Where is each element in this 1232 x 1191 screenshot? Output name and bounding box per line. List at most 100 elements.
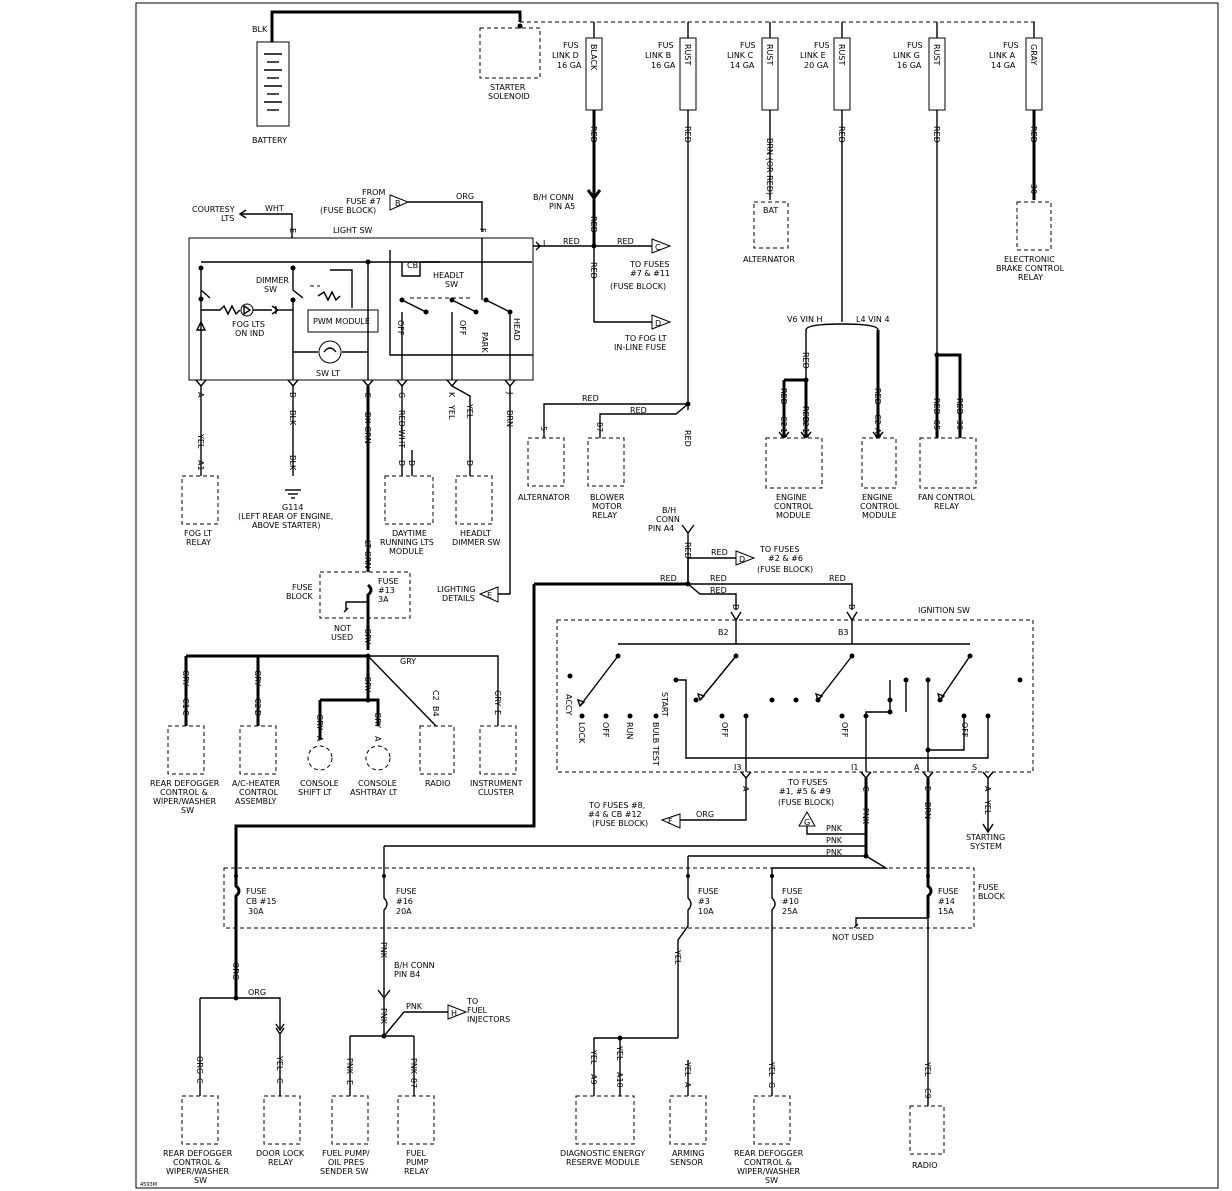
diagram-label: #4 & CB #12 [588, 810, 642, 819]
diagram-label: PNK [826, 824, 843, 833]
diagram-label: D [739, 555, 745, 564]
diagram-label: LINK B [645, 51, 671, 60]
diagram-label: COURTESY [192, 205, 235, 214]
fuse-3: FUSE #3 10A [677, 874, 719, 1038]
starter-solenoid: STARTER SOLENOID [479, 21, 1036, 101]
lighting-details: LIGHTING DETAILS E [437, 585, 499, 603]
diagram-label: CLUSTER [478, 788, 515, 797]
diagram-label: BLOWER [590, 493, 625, 502]
diagram-label: CONTROL & [173, 1158, 221, 1167]
diagram-label: CB #15 [246, 897, 277, 906]
diagram-label: PNK [345, 1058, 354, 1075]
diagram-label: GRY [493, 690, 502, 706]
diagram-label: (FUSE BLOCK) [320, 206, 376, 215]
diagram-label: 87 [595, 422, 604, 432]
diagram-label: OFF [458, 320, 467, 336]
diagram-label: A10 [615, 1072, 624, 1088]
diagram-label: 25A [782, 907, 798, 916]
diagram-label: YEL [615, 1045, 624, 1061]
diagram-label: RED [582, 394, 599, 403]
electronic-brake-control-relay: 30 ELECTRONIC BRAKE CONTROL RELAY [996, 184, 1065, 282]
diagram-label: D [731, 604, 740, 610]
diagram-label: A [683, 1082, 692, 1088]
diagram-label: L4 VIN 4 [856, 315, 890, 324]
diagram-label: SYSTEM [970, 842, 1002, 851]
diagram-label: LOCK [577, 722, 586, 744]
arming-sensor: ARMING SENSOR [669, 1095, 707, 1167]
diagram-label: SENSOR [670, 1158, 703, 1167]
diagram-label: #3 [698, 897, 710, 906]
diagram-label: C2 [873, 414, 882, 425]
diagram-label: RELAY [268, 1158, 293, 1167]
diagram-label: RADIO [425, 779, 451, 788]
diagram-label: SW [264, 285, 277, 294]
yellow-branch: YEL YEL A9 YEL A10 YEL A YEL G YEL C9 [589, 949, 932, 1099]
diagram-label: SOLENOID [488, 92, 530, 101]
diagram-label: IN-LINE FUSE [614, 343, 666, 352]
diagram-label: DK GRN [363, 412, 372, 444]
diagram-label: FUS [814, 41, 830, 50]
diagram-label: OFF [601, 722, 610, 738]
diagram-label: OFF [396, 320, 405, 336]
diagram-label: YEL [673, 949, 682, 965]
diagram-label: FUSE #7 [346, 197, 381, 206]
diagram-label: NOT USED [832, 933, 874, 942]
diagram-label: RED [589, 216, 598, 233]
diagram-label: B3 [838, 628, 849, 637]
diagram-label: A [983, 786, 992, 792]
diagram-label: YEL [196, 433, 205, 449]
diagram-label: PNK [861, 808, 870, 825]
diagram-label: WHT [265, 204, 284, 213]
diagram-label: E [493, 710, 502, 715]
diagram-label: B [847, 604, 856, 610]
diagram-label: A [315, 736, 324, 742]
diagram-label: #16 [396, 897, 413, 906]
diagram-label: 20 GA [804, 61, 829, 70]
diagram-label: SHIFT LT [298, 788, 332, 797]
diagram-label: TO FUSES [759, 545, 799, 554]
fusible-link-e: FUS LINK E 20 GA RUST RED [800, 22, 851, 322]
diagram-label: RED [589, 126, 598, 143]
diagram-label: 14 GA [991, 61, 1016, 70]
diagram-label: CONTROL [239, 788, 279, 797]
diagram-label: HEADLT [460, 529, 491, 538]
diagram-label: DIMMER SW [452, 538, 501, 547]
console-shift-lt: CONSOLE SHIFT LT [298, 745, 339, 797]
fuel-pump-relay: FUEL PUMP RELAY [397, 1095, 435, 1176]
light-switch-outputs: A B C G K J YEL A1 BLK BLK DK GRN LT GRN… [195, 379, 516, 595]
diagram-label: FUSE [378, 577, 399, 586]
diagram-label: LIGHTING [437, 585, 475, 594]
frame-code: 4593M [140, 1182, 157, 1188]
diagram-label: STARTING [966, 833, 1005, 842]
diagram-label: REAR DEFOGGER [734, 1149, 804, 1158]
diagram-label: C [195, 1078, 204, 1084]
diagram-label: SW [181, 806, 194, 815]
diagram-label: ENGINE [776, 493, 807, 502]
diagram-label: GRY [373, 712, 382, 728]
diagram-label: SW [445, 280, 458, 289]
pink-branch: PNK B/H CONN PIN B4 PNK PNK H TO FUEL IN… [345, 942, 510, 1096]
diagram-label: C9 [923, 1088, 932, 1099]
diagram-label: ORG [696, 810, 714, 819]
diagram-label: GRY [363, 628, 372, 644]
diagram-label: SENDER SW [320, 1167, 369, 1176]
diagram-label: (FUSE BLOCK) [778, 798, 834, 807]
diagram-label: LT GRN [363, 540, 372, 569]
fusible-link-b: FUS LINK B 16 GA RUST RED [645, 22, 697, 410]
diagram-label: #14 [938, 897, 955, 906]
diagram-label: D [655, 319, 661, 328]
diagram-label: FUS [907, 41, 923, 50]
diagram-label: LINK C [727, 51, 754, 60]
diagram-label: ABOVE STARTER) [252, 521, 320, 530]
diagram-label: ALTERNATOR [743, 255, 795, 264]
diagram-label: GRY [181, 670, 190, 686]
diagram-label: RED-WHT [397, 410, 406, 448]
diagram-label: GRY [400, 657, 416, 666]
diagram-label: BRN [923, 802, 932, 819]
diagram-label: PIN B4 [394, 970, 420, 979]
diagram-label: 20A [396, 907, 412, 916]
diagram-label: A5 [873, 428, 882, 439]
diagram-label: RED [683, 126, 692, 143]
diagram-label: 30A [248, 907, 264, 916]
diagram-label: LINK A [989, 51, 1016, 60]
